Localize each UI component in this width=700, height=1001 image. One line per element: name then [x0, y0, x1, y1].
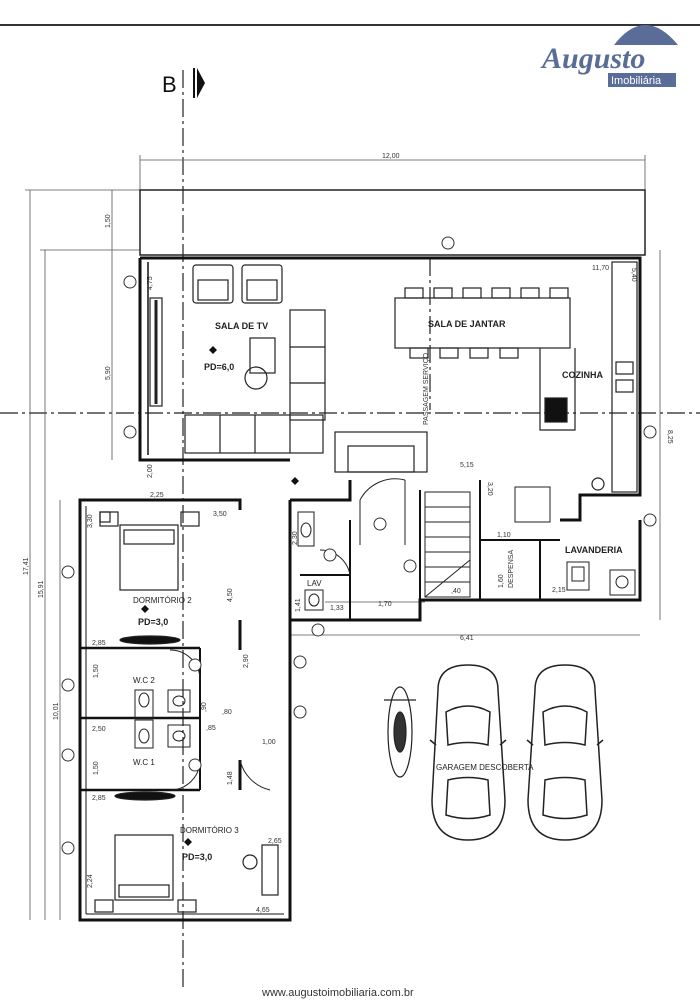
level-markers [141, 346, 299, 846]
room-label-lavanderia: LAVANDERIA [565, 545, 623, 555]
wc-fixtures [134, 511, 324, 749]
logo-sub-bg [608, 73, 676, 87]
roof-overhang [139, 189, 646, 256]
dim-290: 2,90 [243, 654, 250, 668]
motorcycle [384, 686, 416, 778]
section-marker-label: B [162, 72, 177, 97]
watermark-logo: Augusto Imobiliária [540, 25, 678, 87]
dim-1741: 17,41 [23, 557, 30, 575]
logo-sub: Imobiliária [611, 75, 662, 87]
dimension-lines [25, 155, 661, 920]
section-axis [0, 70, 700, 990]
section-marker: B [162, 68, 205, 98]
pd-label-dormitorio2: PD=3,0 [138, 617, 168, 627]
dim-150b: 1,50 [93, 664, 100, 678]
dim-150: 1,50 [105, 214, 112, 228]
dim-170: 1,70 [378, 601, 392, 608]
logo-arc [614, 25, 678, 45]
dim-590: 5,90 [105, 366, 112, 380]
dim-040: ,40 [451, 588, 461, 595]
room-label-passagem: PASSAGEM SERVIÇO [423, 352, 430, 425]
dim-133: 1,33 [330, 605, 344, 612]
dim-1591: 15,91 [38, 580, 45, 598]
dim-465: 4,65 [256, 907, 270, 914]
room-label-wc2: W.C 2 [133, 676, 155, 685]
dim-200: 2,00 [147, 464, 154, 478]
dim-641: 6,41 [460, 635, 474, 642]
dim-085: ,85 [206, 725, 216, 732]
dim-450: 4,50 [227, 588, 234, 602]
kitchen-furniture [394, 261, 638, 493]
room-label-wc1: W.C 1 [133, 758, 155, 767]
dim-110: 1,10 [497, 532, 511, 539]
dim-265: 2,65 [268, 838, 282, 845]
dim-1001: 10,01 [53, 702, 60, 720]
dim-285b: 2,85 [92, 795, 106, 802]
dim-250: 2,50 [92, 726, 106, 733]
pd-label-sala-tv: PD=6,0 [204, 362, 234, 372]
doors [169, 478, 406, 791]
room-label-dormitorio2: DORMITÓRIO 2 [133, 596, 192, 605]
dim-080: ,80 [222, 709, 232, 716]
dim-1170: 11,70 [592, 265, 609, 272]
room-label-garagem: GARAGEM DESCOBERTA [436, 763, 534, 772]
sala-furniture [149, 264, 428, 473]
dim-825: 8,25 [666, 430, 673, 444]
room-label-dormitorio3: DORMITÓRIO 3 [180, 826, 239, 835]
dim-090: ,90 [201, 702, 208, 712]
footer-url: www.augustoimobiliaria.com.br [261, 987, 414, 999]
pd-label-dormitorio3: PD=3,0 [182, 852, 212, 862]
dimension-texts: 12,00 1,50 5,90 17,41 15,91 10,01 8,25 5… [23, 153, 673, 914]
dim-515: 5,15 [460, 462, 474, 469]
walls [78, 256, 642, 922]
dim-230: 2,30 [292, 531, 299, 545]
dim-285a: 2,85 [92, 640, 106, 647]
dim-top: 12,00 [382, 153, 400, 160]
dim-350: 3,50 [213, 511, 227, 518]
dim-224: 2,24 [87, 874, 94, 888]
bedroom-furniture [94, 511, 279, 913]
room-label-despensa: DESPENSA [508, 550, 515, 588]
dim-540: 5,40 [630, 268, 637, 282]
dim-320: 3,20 [486, 482, 493, 496]
dim-475: 4,75 [147, 276, 154, 290]
dim-148: 1,48 [227, 771, 234, 785]
stairs [424, 486, 636, 598]
dim-141: 1,41 [295, 598, 302, 612]
dim-100: 1,00 [262, 739, 276, 746]
dim-160: 1,60 [498, 574, 505, 588]
dim-330: 3,30 [87, 514, 94, 528]
room-label-sala-tv: SALA DE TV [215, 321, 268, 331]
dim-215: 2,15 [552, 587, 566, 594]
axis-markers [61, 236, 657, 855]
logo-brand: Augusto [540, 42, 645, 75]
room-label-cozinha: COZINHA [562, 370, 603, 380]
room-label-sala-jantar: SALA DE JANTAR [428, 319, 506, 329]
car-left [429, 664, 507, 841]
dim-225: 2,25 [150, 492, 164, 499]
car-right [526, 664, 604, 841]
room-label-lav: LAV [307, 579, 322, 588]
dim-150c: 1,50 [93, 761, 100, 775]
